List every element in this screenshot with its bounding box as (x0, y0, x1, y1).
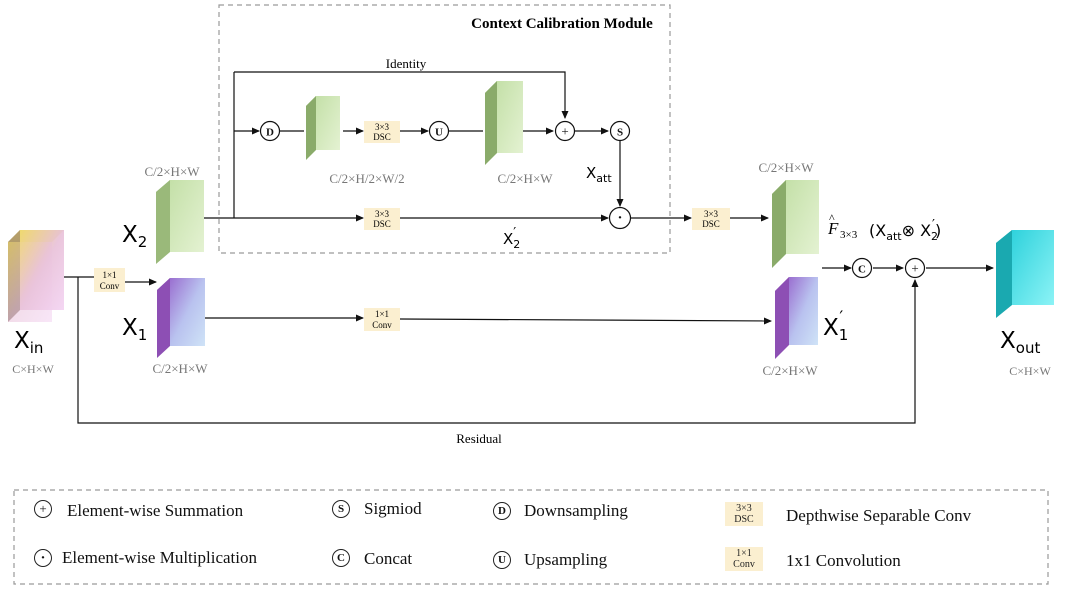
sigmoid-operator: S (609, 120, 631, 142)
xout-dims: C×H×W (1009, 364, 1051, 378)
conv-box-2: 1×1 Conv (364, 308, 400, 331)
dsc3-line2: DSC (702, 219, 720, 229)
x1p-block-side (775, 277, 789, 359)
legend-sum-label: Element-wise Summation (67, 501, 244, 520)
outgreen-block-front (786, 180, 819, 254)
legend-sigmoid-label: Sigmiod (364, 499, 422, 518)
legend-sigmoid-icon: S (332, 500, 350, 518)
up-block-front (497, 81, 523, 153)
formula-sub: 3×3 (840, 229, 858, 241)
legend-mul-label: Element-wise Multiplication (62, 548, 257, 567)
xin-block (8, 230, 64, 322)
x1-label: X1 (122, 315, 147, 344)
dsc2-line1: 3×3 (375, 209, 390, 219)
x2-block (156, 180, 204, 264)
x2-prime-label: X2′ (503, 226, 520, 251)
concat-operator: C (851, 257, 873, 279)
legend-conv-label: 1x1 Convolution (786, 551, 901, 570)
x1p-block-front (789, 277, 818, 345)
conv-box-1: 1×1 Conv (94, 268, 125, 292)
legend-down-icon: D (493, 502, 511, 520)
formula-label: F ^ 3×3 (Xatt⊗ X2′) (827, 211, 941, 243)
xout-block-front (1012, 230, 1054, 305)
xout-block-side (996, 230, 1012, 318)
legend-up-label: Upsampling (524, 550, 608, 569)
x1-block (157, 278, 205, 358)
multiply-operator: · (608, 206, 632, 230)
dsc-box-3: 3×3 DSC (692, 208, 730, 230)
legend-dsc-icon: 3×3 DSC (725, 502, 763, 526)
svg-text:U: U (435, 127, 443, 139)
svg-text:D: D (266, 127, 274, 139)
x1-prime-block (775, 277, 818, 359)
conv1-line1: 1×1 (102, 270, 116, 280)
down-dims: C/2×H/2×W/2 (329, 171, 404, 186)
x1-dims: C/2×H×W (152, 361, 208, 376)
legend-up-icon: U (493, 551, 511, 569)
legend-concat-label: Concat (364, 549, 413, 568)
down-block-front (316, 96, 340, 150)
residual-label: Residual (456, 431, 502, 446)
xout-label: Xout (1000, 328, 1040, 357)
up-block-side (485, 81, 497, 165)
upsample-operator: U (428, 120, 450, 142)
legend-down-label: Downsampling (524, 501, 628, 520)
formula-f: F (827, 219, 839, 238)
out-branch-dims: C/2×H×W (758, 160, 814, 175)
svg-text:+: + (561, 124, 568, 139)
legend-frame (13, 489, 1049, 585)
dsc2-line2: DSC (373, 219, 391, 229)
dsc-box-2: 3×3 DSC (364, 208, 400, 230)
x1-block-side (157, 278, 170, 358)
x2-label: X2 (122, 222, 147, 251)
conv2-line2: Conv (372, 320, 392, 330)
legend-dsc-label: Depthwise Separable Conv (786, 506, 972, 525)
legend-sum-icon: + (34, 500, 52, 518)
sum-operator-outer: + (904, 257, 926, 279)
upsampled-feature-block (485, 81, 523, 165)
xin-block-face (8, 242, 52, 322)
svg-text:C: C (858, 264, 866, 276)
arrow-conv-to-x1prime (399, 317, 772, 325)
up-dims: C/2×H×W (497, 171, 553, 186)
dsc1-line1: 3×3 (375, 122, 390, 132)
identity-label: Identity (386, 56, 427, 71)
residual-path (77, 277, 919, 424)
xin-label: Xin (14, 328, 43, 357)
dsc3-line1: 3×3 (704, 209, 719, 219)
legend-concat-icon: C (332, 549, 350, 567)
conv1-line2: Conv (100, 281, 120, 291)
legend-conv-icon: 1×1 Conv (725, 547, 763, 571)
svg-text:·: · (617, 210, 622, 226)
formula-body: (Xatt⊗ X2′) (869, 218, 941, 243)
xin-dims: C×H×W (12, 362, 54, 376)
outgreen-block-side (772, 180, 786, 268)
identity-path (234, 71, 569, 119)
down-block-side (306, 96, 316, 160)
operators: D U + S · C + (259, 120, 926, 279)
x2-block-side (156, 180, 170, 264)
xatt-label: Xatt (586, 164, 612, 185)
x1-prime-dims: C/2×H×W (762, 363, 818, 378)
conv2-line1: 1×1 (375, 309, 389, 319)
context-calibration-frame (218, 4, 671, 254)
x1-block-front (170, 278, 205, 346)
formula-hat: ^ (829, 211, 835, 225)
module-title: Context Calibration Module (471, 16, 653, 32)
x2-dims: C/2×H×W (144, 164, 200, 179)
downsample-operator: D (259, 120, 281, 142)
downsampled-feature-block (306, 96, 340, 160)
output-green-block (772, 180, 819, 268)
xout-block (996, 230, 1054, 318)
x2-block-front (170, 180, 204, 252)
legend-mul-icon: · (34, 549, 52, 567)
dsc1-line2: DSC (373, 132, 391, 142)
dsc-box-1: 3×3 DSC (364, 121, 400, 143)
svg-text:S: S (617, 127, 623, 139)
connection-lines (64, 71, 994, 424)
sum-operator-inner: + (554, 120, 576, 142)
svg-text:+: + (911, 261, 918, 276)
x1-prime-label: X1′ (823, 308, 848, 344)
